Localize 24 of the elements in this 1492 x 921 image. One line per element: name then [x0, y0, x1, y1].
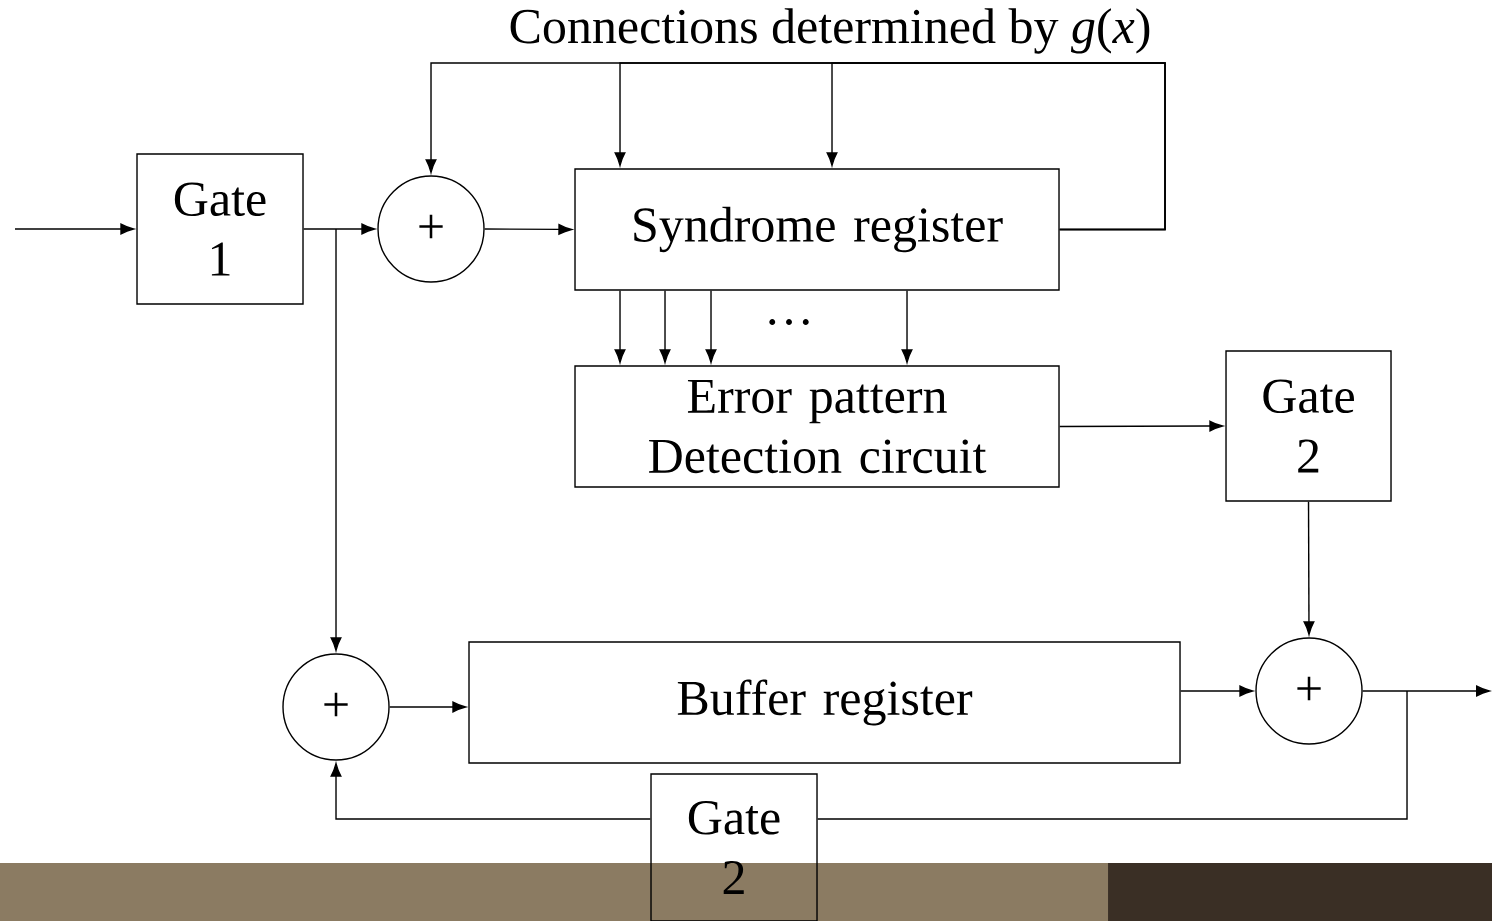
arrow	[1059, 420, 1224, 432]
arrow	[705, 290, 717, 364]
arrow	[901, 290, 913, 364]
arrow	[614, 290, 626, 364]
connector-line	[817, 690, 1408, 820]
arrow	[1362, 685, 1490, 697]
ellipsis-label: …	[769, 319, 809, 325]
arrow	[1303, 501, 1315, 636]
gate-box: Gate 1	[136, 153, 304, 305]
arrow	[826, 62, 1166, 231]
gate-box: Gate 2	[650, 773, 818, 921]
diagram-title: Connections determined by g(x)	[510, 8, 1150, 54]
arrow	[1180, 685, 1254, 697]
arrow	[389, 701, 467, 713]
register-box: Buffer register	[468, 641, 1181, 764]
detection-box: Error pattern Detection circuit	[574, 365, 1060, 488]
arrow	[484, 223, 573, 235]
arrow	[659, 290, 671, 364]
arrow	[303, 223, 376, 235]
arrow	[330, 762, 651, 820]
register-box: Syndrome register	[574, 168, 1060, 291]
arrow	[330, 228, 342, 652]
gate-box: Gate 2	[1225, 350, 1392, 502]
arrow	[14, 223, 135, 235]
